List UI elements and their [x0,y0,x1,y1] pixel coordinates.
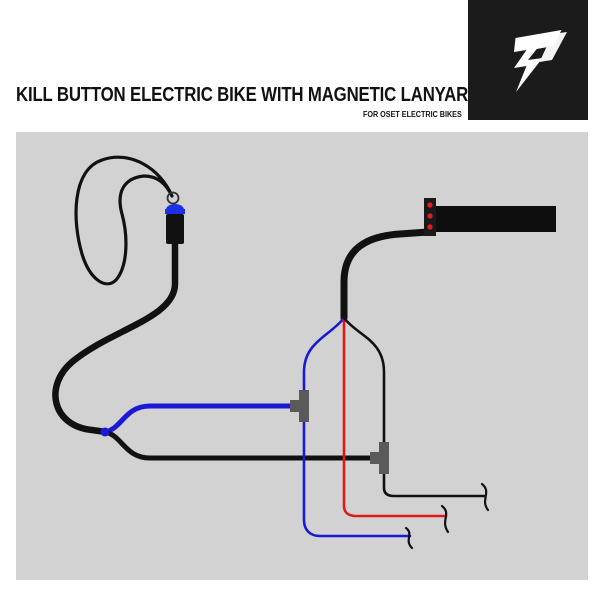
blue-wire-vertical [302,316,412,538]
wiring-diagram [16,132,588,580]
t-connector-black [370,442,389,474]
wire-end-red [440,504,450,534]
oset-lightning-logo-icon [468,0,588,120]
wire-split-node [100,427,110,437]
black-wire-right [342,316,486,498]
handlebar-cable [340,228,432,322]
lanyard-loop [74,155,174,286]
handlebar-kill-switch-icon [424,198,556,236]
wire-end-blue [404,526,414,550]
magnetic-connector-icon [165,204,185,244]
page-subtitle: FOR OSET ELECTRIC BIKES [363,110,462,119]
black-wire-left [101,429,375,461]
wire-end-black [480,482,490,512]
main-cable [52,236,179,436]
blue-wire-left [101,403,295,435]
lanyard-ring [166,191,180,205]
red-wire [342,316,448,518]
t-connector-blue [290,390,309,422]
page-title: KILL BUTTON ELECTRIC BIKE WITH MAGNETIC … [16,84,481,106]
